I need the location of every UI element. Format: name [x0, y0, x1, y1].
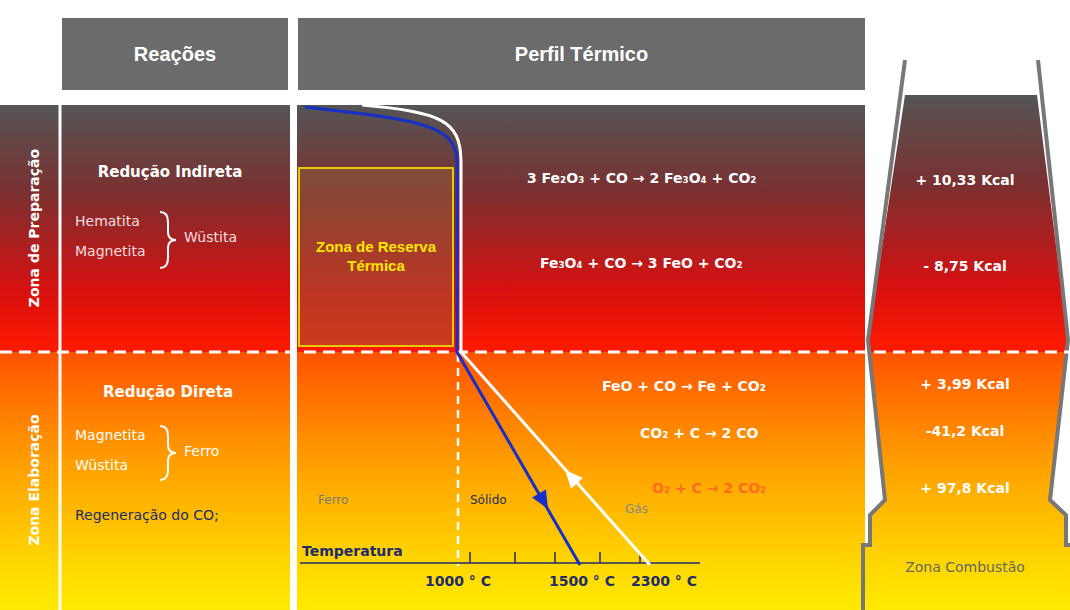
- zone-label: Zona Elaboração: [26, 414, 43, 545]
- chart-label: Gás: [625, 502, 648, 516]
- energy-value: + 3,99 Kcal: [920, 376, 1009, 393]
- zone-label: Zona de Preparação: [26, 149, 43, 307]
- axis-title: Temperatura: [302, 543, 403, 560]
- reaction-equation: 3 Fe₂O₃ + CO → 2 Fe₃O₄ + CO₂: [527, 170, 756, 187]
- header-box: Perfil Térmico: [298, 18, 865, 90]
- reaction-equation: FeO + CO → Fe + CO₂: [602, 378, 766, 395]
- chart-label: Sólido: [470, 493, 507, 507]
- energy-value: + 10,33 Kcal: [915, 172, 1014, 189]
- box-label: Zona de Reserva Térmica: [306, 238, 446, 276]
- axis-tick-label: 1500 ° C: [549, 573, 615, 590]
- box-label: Reações: [134, 43, 216, 66]
- mineral-label: Hematita: [75, 213, 140, 230]
- energy-value: -41,2 Kcal: [926, 423, 1005, 440]
- mineral-label: Ferro: [184, 443, 219, 460]
- mineral-label: Magnetita: [75, 243, 145, 260]
- axis-tick-label: 2300 ° C: [631, 573, 697, 590]
- mineral-label: Wüstita: [75, 457, 128, 474]
- chart-label: Ferro: [318, 493, 348, 507]
- mineral-label: Wüstita: [184, 229, 237, 246]
- note-label: Regeneração do CO;: [75, 507, 219, 524]
- reserve-zone-box: Zona de Reserva Térmica: [298, 167, 454, 347]
- zone-label: Zona Combustão: [905, 559, 1025, 576]
- reaction-heading: Redução Direta: [103, 383, 233, 401]
- reaction-heading: Redução Indireta: [98, 163, 243, 181]
- mineral-label: Magnetita: [75, 427, 145, 444]
- axis-tick-label: 1000 ° C: [425, 573, 491, 590]
- box-label: Perfil Térmico: [515, 43, 648, 66]
- energy-value: - 8,75 Kcal: [923, 258, 1007, 275]
- header-box: Reações: [62, 18, 288, 90]
- reaction-equation: O₂ + C → 2 CO₂: [652, 480, 766, 497]
- reaction-equation: CO₂ + C → 2 CO: [640, 425, 758, 442]
- energy-value: + 97,8 Kcal: [920, 480, 1009, 497]
- reaction-equation: Fe₃O₄ + CO → 3 FeO + CO₂: [540, 255, 743, 272]
